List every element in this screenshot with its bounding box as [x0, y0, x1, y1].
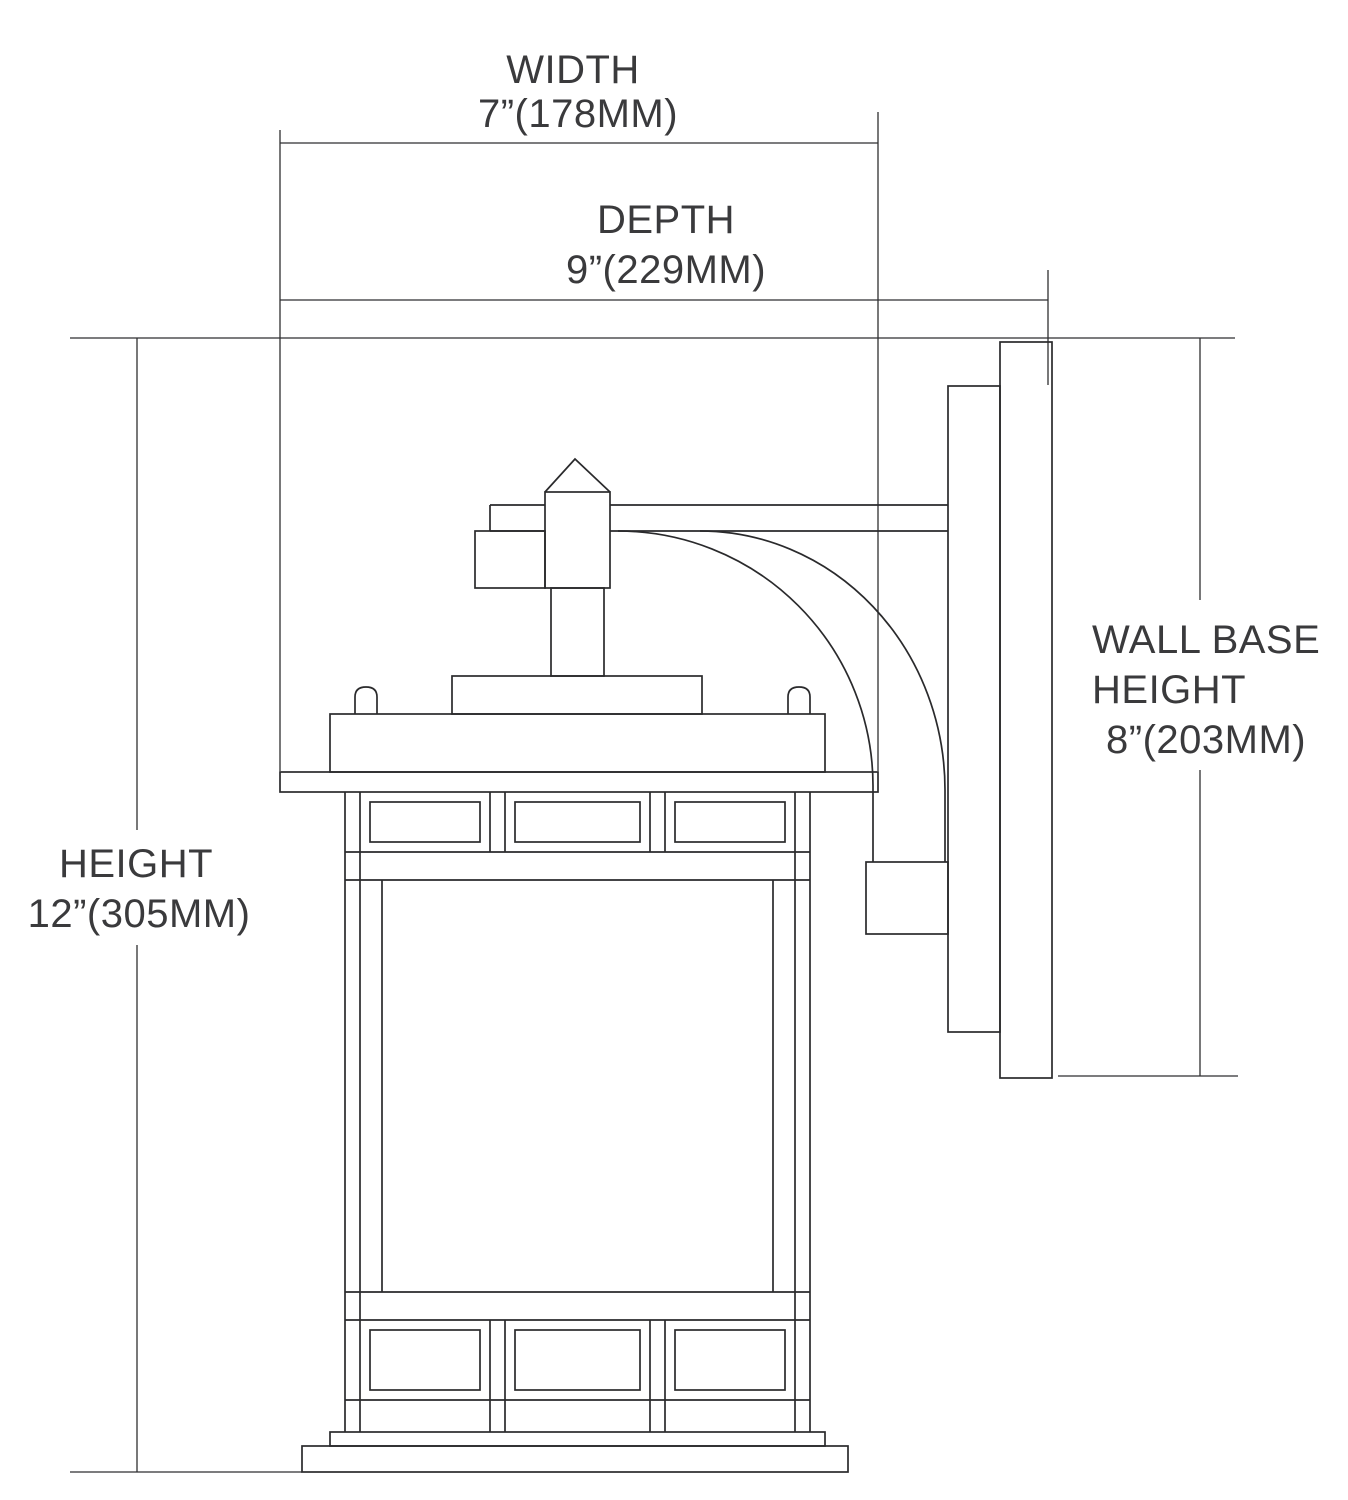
dimension-lines: [70, 112, 1238, 1473]
lantern-top-panels: [369, 801, 786, 843]
width-dimension-value: 7”(178MM): [478, 92, 678, 136]
bottom-panel-left: [369, 1329, 481, 1391]
finial-body: [544, 491, 611, 589]
lantern-base-plate: [329, 1431, 826, 1447]
finial-stem: [550, 587, 605, 677]
wall-back-plate: [999, 341, 1053, 1079]
wall-front-plate: [947, 385, 1001, 1033]
height-dimension-value: 12”(305MM): [28, 892, 251, 936]
lantern-bottom-band: [345, 1291, 810, 1401]
mounting-arm-top-bar: [489, 504, 948, 532]
finial-left-block: [474, 530, 546, 589]
lantern-bottom-muntins: [489, 1320, 666, 1432]
wall-base-height-value: 8”(203MM): [1106, 718, 1306, 762]
lantern-frame-rails: [344, 792, 811, 1432]
bolt-left: [354, 686, 378, 714]
cap-tier-upper: [451, 675, 703, 715]
mounting-arm-inner-curve: [617, 530, 874, 862]
mounting-arm-outer-curve: [699, 530, 946, 862]
bolt-right: [787, 686, 811, 714]
lantern-glass-edges: [381, 880, 774, 1292]
width-dimension-label: WIDTH: [506, 48, 640, 92]
bottom-panel-right: [674, 1329, 786, 1391]
depth-dimension-value: 9”(229MM): [566, 248, 766, 292]
lantern-top-muntins: [489, 792, 666, 852]
dimension-labels: WIDTH 7”(178MM) DEPTH 9”(229MM) HEIGHT 1…: [28, 48, 1320, 936]
bottom-panel-middle: [514, 1329, 641, 1391]
top-panel-middle: [514, 801, 641, 843]
depth-dimension-label: DEPTH: [597, 198, 735, 242]
top-panel-left: [369, 801, 481, 843]
mounting-arm-bracket: [865, 861, 949, 935]
sconce-drawing: [279, 341, 1053, 1473]
lantern-bottom-panels: [369, 1329, 786, 1391]
top-panel-right: [674, 801, 786, 843]
cap-tier-middle: [329, 713, 826, 773]
height-dimension-label: HEIGHT: [59, 842, 213, 886]
cap-tier-lower: [279, 771, 879, 793]
wall-base-height-label-line2: HEIGHT: [1092, 668, 1246, 712]
wall-base-height-label-line1: WALL BASE: [1092, 618, 1320, 662]
lantern-base-slab: [301, 1445, 849, 1473]
finial-apex: [544, 457, 611, 493]
lantern-top-band: [345, 851, 810, 881]
